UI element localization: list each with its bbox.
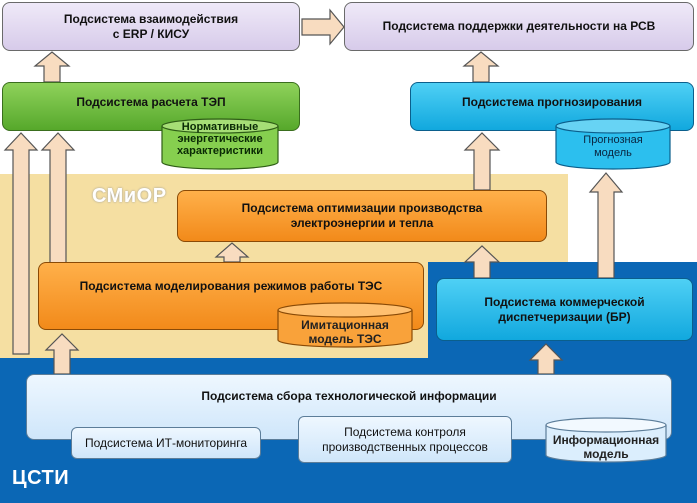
tep-calculation-label: Подсистема расчета ТЭП — [76, 95, 226, 109]
erp-interaction-box[interactable]: Подсистема взаимодействия с ERP / КИСУ — [2, 2, 300, 51]
smior-label: СМиОР — [92, 185, 167, 207]
forecast-model-cylinder-label: Прогнозная модель — [583, 134, 643, 159]
csti-label: ЦСТИ — [12, 467, 70, 489]
arrow-model-to-tep — [40, 132, 76, 265]
arrow-model-to-optim — [214, 242, 250, 263]
arrow-commercial-to-forecast-model — [588, 172, 624, 279]
arrow-collection-to-commercial — [528, 343, 564, 375]
process-control-box[interactable]: Подсистема контроля производственных про… — [298, 416, 512, 463]
sim-model-cylinder-label: Имитационная модель ТЭС — [301, 318, 389, 346]
rsv-support-box[interactable]: Подсистема поддержки деятельности на РСВ — [344, 2, 694, 51]
it-monitoring-box[interactable]: Подсистема ИТ-мониторинга — [71, 427, 261, 459]
collection-label: Подсистема сбора технологической информа… — [201, 389, 497, 403]
arrow-collection-to-model — [44, 333, 80, 375]
arrow-tep-to-erp — [33, 51, 71, 83]
arrow-collection-to-tep-1 — [3, 132, 39, 355]
arrow-erp-to-rsv — [301, 8, 345, 46]
modeling-label: Подсистема моделирования режимов работы … — [79, 279, 383, 293]
forecasting-label: Подсистема прогнозирования — [462, 95, 642, 109]
norm-cylinder-label: Нормативные энергетические характеристик… — [176, 121, 264, 157]
arrow-forecast-to-rsv — [462, 51, 500, 83]
info-model-cylinder-label: Информационная модель — [552, 433, 660, 461]
optimization-box[interactable]: Подсистема оптимизации производства элек… — [177, 190, 547, 242]
arrow-commercial-to-optim — [463, 245, 501, 279]
forecasting-box[interactable]: Подсистема прогнозирования — [410, 82, 694, 131]
commercial-dispatch-box[interactable]: Подсистема коммерческой диспетчеризации … — [436, 278, 693, 341]
arrow-optim-to-forecast — [463, 132, 501, 191]
